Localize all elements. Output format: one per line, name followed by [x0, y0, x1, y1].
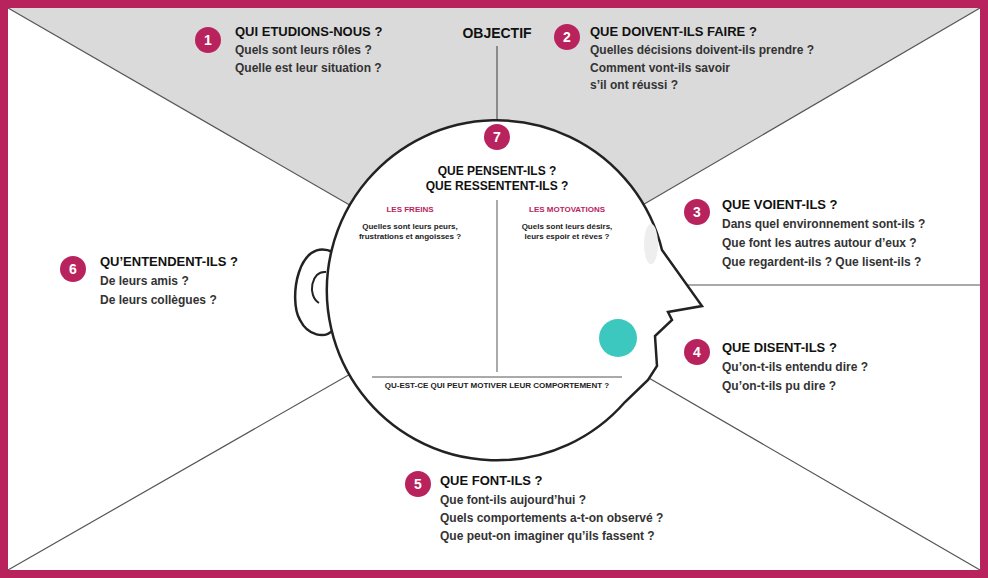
section-heading: QU’ENTENDENT-ILS ? [100, 254, 238, 270]
section-panel: QUE DOIVENT-ILS FAIRE ? Quelles décisions… [554, 24, 815, 94]
number-badge: 6 [60, 256, 86, 282]
question-text: De leurs collègues ? [100, 292, 217, 309]
question-text: Que regardent-ils ? Que lisent-ils ? [722, 254, 921, 271]
callout-number: 3 [684, 199, 710, 225]
head-outline: QUE PENSENT-ILS ?QUE RESSENTENT-ILS ? QU-… [327, 120, 667, 460]
question-text: Quelle est leur situation ? [235, 60, 382, 77]
badge-disc [405, 471, 431, 497]
section-heading: QUE VOIENT-ILS ? [722, 197, 838, 213]
question-text: Que font-ils aujourd’hui ? [440, 492, 586, 509]
badge-disc [195, 27, 221, 53]
section-panel: QUE FONT-ILS ? Que font-ils aujourd’hui ?… [405, 471, 664, 545]
mouth-dot [599, 319, 637, 357]
question-text: Que peut-on imaginer qu’ils fassent ? [440, 528, 655, 545]
thought-heading: QUE PENSENT-ILS ? [438, 164, 557, 178]
thought-heading: QUE RESSENTENT-ILS ? [426, 179, 569, 193]
callout-number: 4 [684, 339, 710, 365]
badge-disc [60, 256, 86, 282]
column-text: Quelles sont leurs peurs, frustrations e… [354, 222, 466, 242]
canvas-ground [8, 8, 980, 570]
column-text: Quels sont leurs désirs, leurs espoir et… [511, 222, 623, 242]
section-panel: QUE DISENT-ILS ? Qu’on-t-ils entendu dire… [684, 339, 868, 395]
callout-number: 7 [484, 124, 510, 150]
callout-number: 2 [554, 24, 580, 50]
zone-label: OBJECTIF [457, 24, 536, 42]
number-badge: 4 [684, 339, 710, 365]
section-heading: QUE DOIVENT-ILS FAIRE ? [590, 24, 757, 40]
question-text: Qu’on-t-ils entendu dire ? [722, 359, 868, 376]
base-divider [372, 377, 622, 378]
number-badge: 7 [484, 124, 510, 150]
number-badge: 2 [554, 24, 580, 50]
question-text: Dans quel environnement sont-ils ? [722, 216, 925, 233]
column-heading: LES FREINS [386, 205, 433, 215]
section-heading: QUI ETUDIONS-NOUS ? [235, 24, 382, 40]
question-text: De leurs amis ? [100, 273, 189, 290]
number-badge: 1 [195, 27, 221, 53]
question-text: Que font les autres autour d’eux ? [722, 235, 917, 252]
badge-disc [684, 339, 710, 365]
badge-disc [554, 24, 580, 50]
column-divider [497, 200, 498, 372]
column-heading: LES MOTOVATIONS [529, 205, 605, 215]
badge-disc [484, 124, 510, 150]
callout-number: 6 [60, 256, 86, 282]
section-panel: QU’ENTENDENT-ILS ? De leurs amis ? De leur… [60, 254, 238, 309]
callout-number: 5 [405, 471, 431, 497]
column-panel: LES FREINS Quelles sont leurs peurs, frus… [345, 205, 466, 242]
eye-mark [644, 224, 658, 264]
section-heading: QUE FONT-ILS ? [440, 473, 543, 489]
head-profile [327, 120, 702, 460]
question-text: Quels sont leurs rôles ? [235, 42, 372, 59]
question-text: Comment vont-ils savoir s’il ont réussi … [590, 60, 740, 94]
section-panel: QUE VOIENT-ILS ? Dans quel environnement … [684, 197, 926, 271]
callout-number: 1 [195, 27, 221, 53]
column-panel: LES MOTOVATIONS Quels sont leurs désirs, … [502, 205, 623, 242]
number-badge: 5 [405, 471, 431, 497]
behaviour-question: QU-EST-CE QUI PEUT MOTIVER LEUR COMPORTE… [385, 381, 609, 391]
question-text: Quelles décisions doivent-ils prendre ? [590, 42, 814, 59]
ear-inner [312, 272, 326, 303]
question-text: Qu’on-t-ils pu dire ? [722, 378, 836, 395]
section-heading: QUE DISENT-ILS ? [722, 340, 837, 356]
section-panel: QUI ETUDIONS-NOUS ? Quels sont leurs rôle… [195, 24, 383, 77]
number-badge: 3 [684, 199, 710, 225]
badge-disc [684, 199, 710, 225]
question-text: Quels comportements a-t-on observé ? [440, 510, 663, 527]
